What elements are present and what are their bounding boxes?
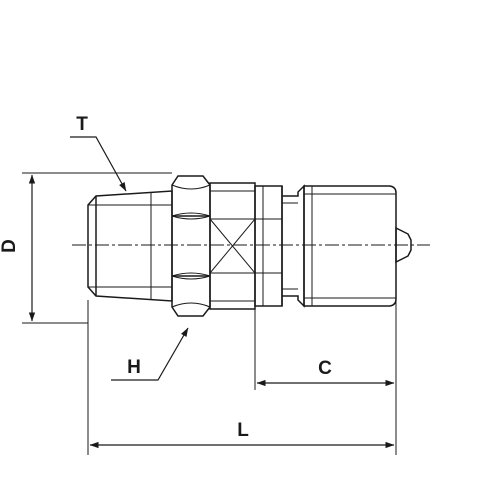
sleeve-section [254, 185, 283, 307]
nose-section [303, 185, 397, 307]
thread-section [87, 190, 173, 302]
groove-section [282, 184, 305, 308]
leader-h [111, 327, 189, 381]
label-d: D [0, 239, 20, 253]
extension-lines [22, 172, 397, 455]
hex-section [171, 175, 211, 317]
label-h: H [127, 357, 141, 378]
valve-tip [395, 226, 412, 264]
leader-t [70, 136, 127, 192]
fitting-body [87, 175, 412, 317]
wrench-flats-section [209, 182, 282, 310]
label-t: T [76, 114, 88, 135]
label-c: C [318, 358, 332, 379]
label-l: L [237, 420, 249, 441]
